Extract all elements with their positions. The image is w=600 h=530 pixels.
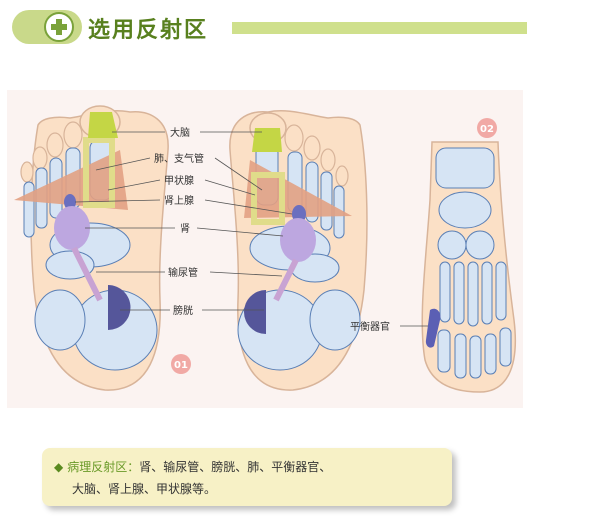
foot-right-sole (229, 110, 368, 391)
label-bladder: 膀胱 (173, 304, 193, 317)
green-plus-logo-icon (44, 12, 74, 42)
section-title: 选用反射区 (88, 17, 209, 43)
label-balance-organ: 平衡器官 (350, 320, 390, 333)
balance-organ-reflex-zone (425, 308, 441, 348)
note-line-1: 肾、输尿管、膀胱、肺、平衡器官、 (139, 460, 332, 474)
label-ureter: 输尿管 (168, 266, 198, 279)
foot-left-sole: 01 (14, 105, 191, 391)
label-brain: 大脑 (170, 126, 190, 139)
svg-text:02: 02 (480, 124, 494, 135)
thyroid-reflex-zone-right (251, 172, 285, 225)
figure-badge-02 (477, 118, 497, 138)
brain-reflex-zone-left (88, 112, 118, 138)
label-lung-bronchus: 肺、支气管 (154, 152, 204, 165)
svg-text:01: 01 (174, 360, 188, 371)
foot-top-view: 02 (421, 118, 517, 393)
note-line-2: 大脑、肾上腺、甲状腺等。 (72, 482, 217, 496)
section-header: 选用反射区 (0, 0, 600, 52)
kidney-reflex-zone-right (280, 218, 316, 262)
kidney-reflex-zone-left (54, 206, 90, 250)
lung-reflex-zone-left (14, 150, 128, 210)
note-heading: 病理反射区： (67, 460, 140, 474)
figure-badge-01 (171, 354, 191, 374)
leader-lines (74, 131, 428, 327)
thyroid-reflex-zone-left (83, 137, 115, 208)
pathology-note-box: ◆病理反射区：肾、输尿管、膀胱、肺、平衡器官、 大脑、肾上腺、甲状腺等。 (42, 448, 452, 506)
ureter-reflex-zone-left (71, 246, 103, 302)
brain-reflex-zone-right (252, 128, 282, 152)
diamond-bullet-icon: ◆ (54, 460, 64, 474)
ureter-reflex-zone-right (273, 258, 299, 302)
bladder-reflex-zone-right (244, 290, 266, 334)
label-thyroid: 甲状腺 (164, 174, 194, 187)
header-bar-decoration (232, 22, 527, 34)
label-kidney: 肾 (180, 223, 190, 235)
pathology-note-text: ◆病理反射区：肾、输尿管、膀胱、肺、平衡器官、 大脑、肾上腺、甲状腺等。 (54, 456, 449, 500)
label-adrenal: 肾上腺 (164, 194, 194, 207)
adrenal-reflex-zone-left (64, 194, 76, 210)
bladder-reflex-zone-left (108, 285, 131, 330)
